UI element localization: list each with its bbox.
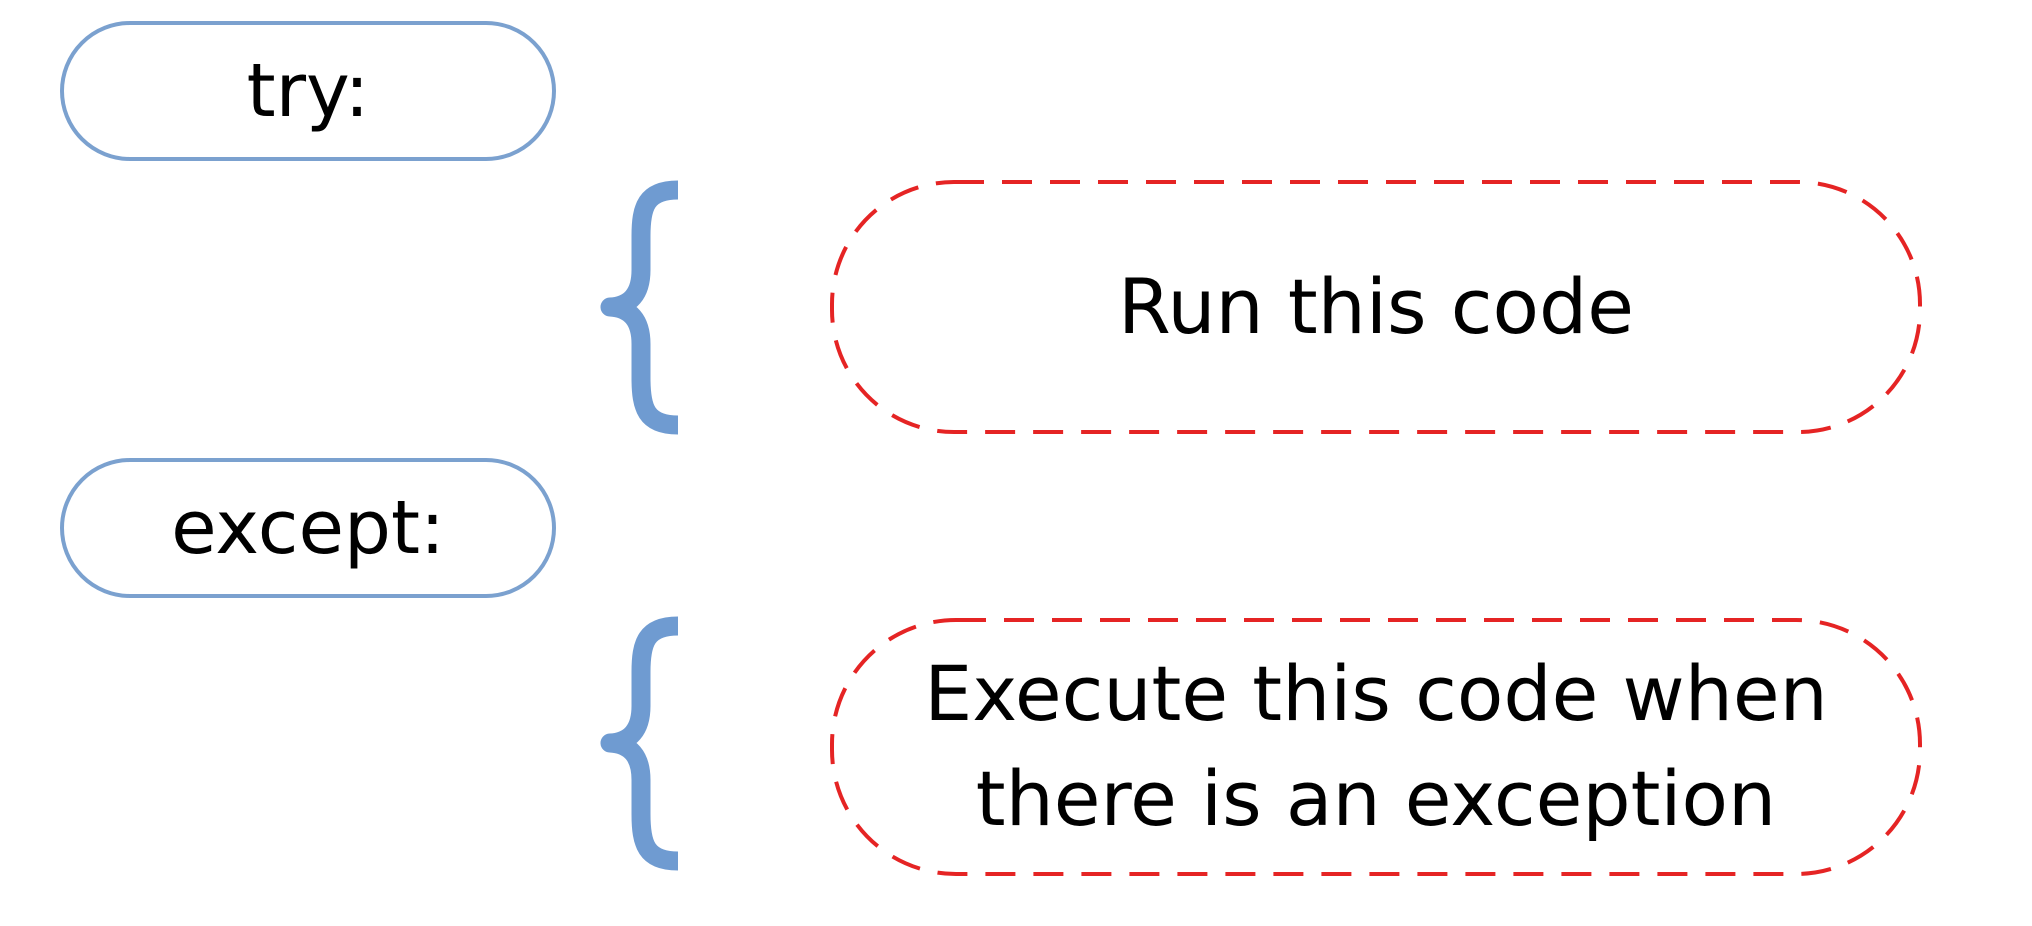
try-body-box bbox=[830, 180, 1922, 434]
except-body-line: Execute this code when bbox=[924, 649, 1828, 739]
except-brace-icon bbox=[600, 616, 679, 871]
except-body-text: Execute this code when there is an excep… bbox=[836, 620, 1916, 874]
except-keyword-box: except: bbox=[60, 458, 556, 598]
except-keyword-label: except: bbox=[171, 485, 445, 571]
try-body-text: Run this code bbox=[836, 182, 1916, 432]
try-brace-icon bbox=[600, 180, 679, 435]
try-body-line: Run this code bbox=[1117, 261, 1634, 351]
try-keyword-box: try: bbox=[60, 21, 556, 161]
except-body-line: there is an exception bbox=[975, 754, 1777, 843]
except-body-box bbox=[830, 618, 1922, 876]
try-keyword-label: try: bbox=[246, 48, 370, 134]
